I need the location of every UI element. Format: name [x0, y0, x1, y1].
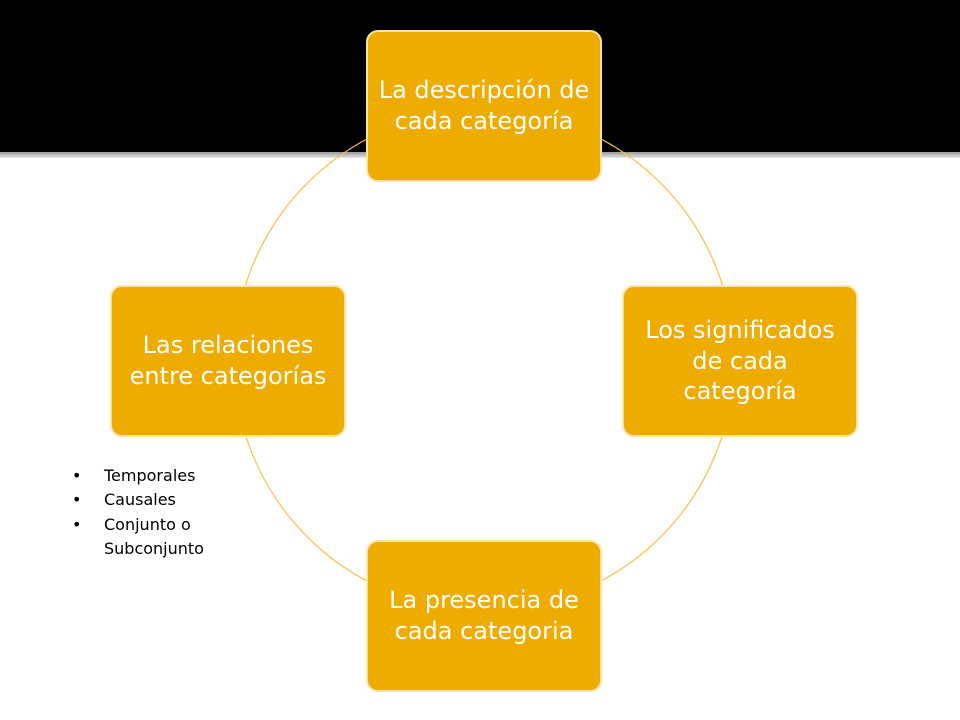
cycle-box-description: La descripción de cada categoría [366, 30, 602, 182]
list-item: Temporales [72, 464, 252, 489]
cycle-box-presence: La presencia de cada categoria [366, 540, 602, 692]
relation-types-list: Temporales Causales Conjunto o Subconjun… [72, 464, 252, 561]
cycle-box-relations: Las relaciones entre categorías [110, 285, 346, 437]
cycle-box-meanings: Los significados de cada categoría [622, 285, 858, 437]
list-item: Causales [72, 488, 252, 513]
list-item: Conjunto o Subconjunto [72, 513, 252, 562]
